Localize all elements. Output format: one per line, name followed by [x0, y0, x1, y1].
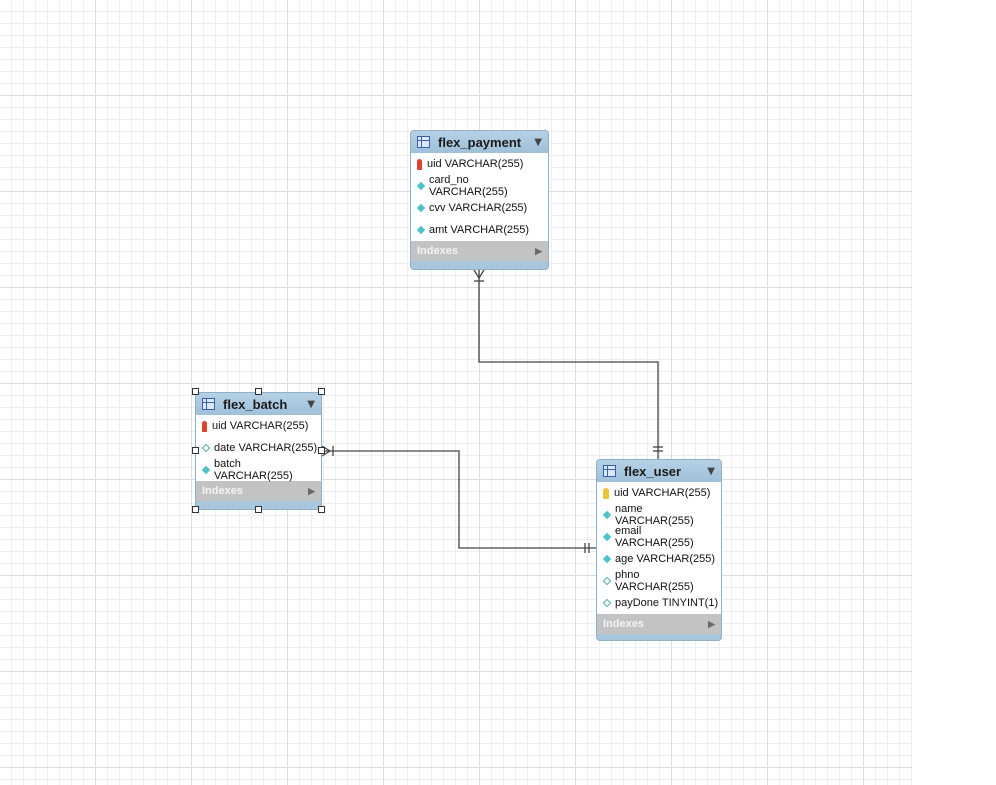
column-row[interactable]: cvv VARCHAR(255) [411, 197, 548, 219]
resize-handle-top-left[interactable] [192, 388, 199, 395]
column-diamond-icon [416, 181, 426, 191]
column-row[interactable]: name VARCHAR(255) [597, 503, 721, 527]
indexes-label: Indexes [202, 485, 243, 497]
column-label: cvv VARCHAR(255) [429, 202, 528, 214]
resize-handle-left[interactable] [192, 447, 199, 454]
resize-handle-bottom-left[interactable] [192, 506, 199, 513]
indexes-section[interactable]: Indexes ▶ [597, 614, 721, 634]
table-icon [202, 398, 215, 410]
column-label: uid VARCHAR(255) [614, 487, 711, 499]
resize-handle-top-right[interactable] [318, 388, 325, 395]
collapse-arrow-icon[interactable]: ▼ [307, 398, 315, 410]
table-name: flex_batch [223, 396, 288, 412]
column-label: date VARCHAR(255) [214, 442, 318, 454]
column-diamond-icon [602, 510, 612, 520]
column-label: uid VARCHAR(255) [427, 158, 524, 170]
column-diamond-outline-icon [602, 598, 612, 608]
column-label: amt VARCHAR(255) [429, 224, 530, 236]
column-row[interactable]: uid VARCHAR(255) [411, 153, 548, 175]
column-row[interactable]: email VARCHAR(255) [597, 525, 721, 549]
column-row[interactable]: payDone TINYINT(1) [597, 592, 721, 614]
indexes-label: Indexes [603, 618, 644, 630]
table-icon [603, 465, 616, 477]
table-header[interactable]: flex_user ▼ [597, 460, 721, 482]
column-label: age VARCHAR(255) [615, 553, 716, 565]
table-footer [597, 634, 721, 641]
column-label: uid VARCHAR(255) [212, 420, 309, 432]
column-diamond-icon [416, 203, 426, 213]
table-header[interactable]: flex_batch ▼ [196, 393, 321, 415]
column-row[interactable]: uid VARCHAR(255) [196, 415, 321, 437]
indexes-section[interactable]: Indexes ▶ [196, 481, 321, 501]
column-label: phno VARCHAR(255) [615, 569, 694, 593]
column-label: name VARCHAR(255) [615, 503, 694, 527]
table-header[interactable]: flex_payment ▼ [411, 131, 548, 153]
column-label: batch VARCHAR(255) [214, 458, 293, 482]
key-icon [202, 420, 207, 432]
table-flex-batch[interactable]: flex_batch ▼ uid VARCHAR(255) date VARCHA… [195, 392, 322, 510]
column-label: payDone TINYINT(1) [615, 597, 719, 609]
crowfoot-marker [473, 269, 485, 280]
column-row[interactable]: phno VARCHAR(255) [597, 569, 721, 593]
expand-triangle-icon[interactable]: ▶ [708, 618, 715, 629]
column-label: card_no VARCHAR(255) [429, 174, 508, 198]
column-diamond-outline-icon [201, 443, 211, 453]
column-row[interactable]: uid VARCHAR(255) [597, 482, 721, 504]
relationship-user-payment[interactable] [478, 270, 659, 460]
key-icon [417, 158, 422, 170]
column-diamond-outline-icon [602, 576, 612, 586]
column-list: uid VARCHAR(255) card_no VARCHAR(255) cvv … [411, 153, 548, 241]
resize-handle-bottom-right[interactable] [318, 506, 325, 513]
table-name: flex_user [624, 463, 682, 479]
table-icon [417, 136, 430, 148]
column-diamond-icon [602, 532, 612, 542]
resize-handle-right[interactable] [318, 447, 325, 454]
column-diamond-icon [602, 554, 612, 564]
resize-handle-top[interactable] [255, 388, 262, 395]
column-row[interactable]: batch VARCHAR(255) [196, 458, 321, 482]
column-row[interactable]: date VARCHAR(255) [196, 437, 321, 459]
table-flex-user[interactable]: flex_user ▼ uid VARCHAR(255) name VARCHAR… [596, 459, 722, 641]
collapse-arrow-icon[interactable]: ▼ [534, 136, 542, 148]
resize-handle-bottom[interactable] [255, 506, 262, 513]
indexes-section[interactable]: Indexes ▶ [411, 241, 548, 261]
column-list: uid VARCHAR(255) name VARCHAR(255)email V… [597, 482, 721, 614]
column-row[interactable]: card_no VARCHAR(255) [411, 174, 548, 198]
indexes-label: Indexes [417, 245, 458, 257]
table-flex-payment[interactable]: flex_payment ▼ uid VARCHAR(255) card_no V… [410, 130, 549, 270]
column-list: uid VARCHAR(255) date VARCHAR(255) batch V… [196, 415, 321, 482]
expand-triangle-icon[interactable]: ▶ [308, 485, 315, 496]
relationship-user-batch[interactable] [322, 450, 597, 549]
table-name: flex_payment [438, 134, 522, 150]
key-icon [603, 487, 609, 499]
table-footer [411, 261, 548, 268]
column-row[interactable]: age VARCHAR(255) [597, 548, 721, 570]
column-label: email VARCHAR(255) [615, 525, 694, 549]
collapse-arrow-icon[interactable]: ▼ [707, 465, 715, 477]
expand-triangle-icon[interactable]: ▶ [535, 245, 542, 256]
column-diamond-icon [416, 225, 426, 235]
column-diamond-icon [201, 465, 211, 475]
column-row[interactable]: amt VARCHAR(255) [411, 219, 548, 241]
